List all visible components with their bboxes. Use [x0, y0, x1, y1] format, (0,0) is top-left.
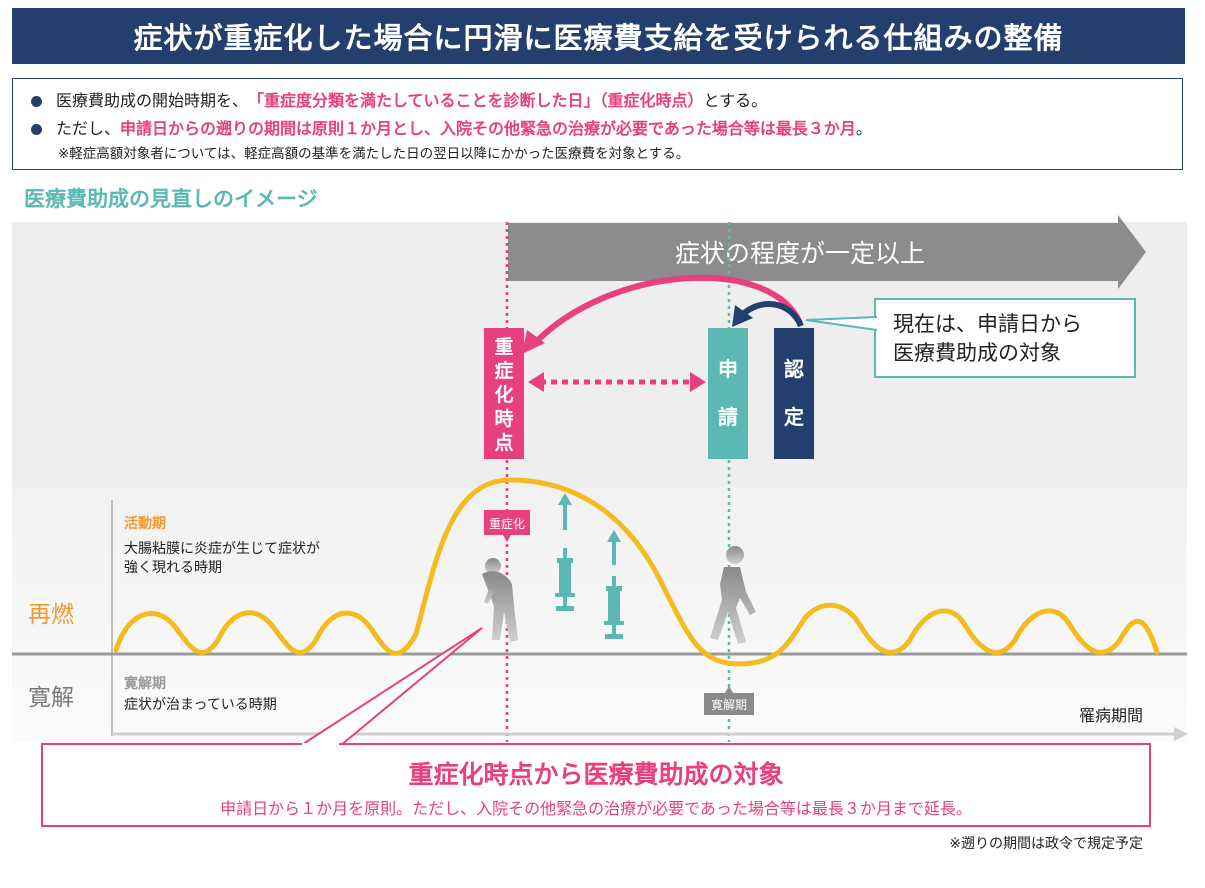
severe-point-char: 重	[494, 336, 513, 358]
severity-arrow	[508, 215, 1146, 289]
application-char: 申	[718, 357, 738, 381]
section-title: 医療費助成の見直しのイメージ	[24, 187, 318, 211]
approval-char: 定	[784, 405, 804, 429]
disease-activity-wave	[113, 477, 1160, 667]
current-note-line2: 医療費助成の対象	[893, 341, 1061, 365]
treatment-syringe-icon-1	[555, 493, 575, 611]
severe-point-char: 症	[494, 359, 513, 382]
background-band-lower	[12, 487, 1187, 742]
remission-period-title: 寛解期	[124, 675, 166, 692]
bullet-dot-icon	[31, 123, 42, 135]
retroactive-arrow-head-icon	[522, 330, 545, 354]
retroactive-arrow	[531, 274, 803, 347]
severe-tag	[484, 510, 530, 535]
summary-note: ※軽症高額対象者については、軽症高額の基準を満たした日の翌日以降にかかった医療費…	[58, 146, 690, 162]
remission-period-desc: 症状が治まっている時期	[124, 697, 277, 713]
period-arrow-right-icon	[690, 372, 706, 392]
remission-tag-text: 寛解期	[711, 697, 747, 712]
bullet-dot-icon	[31, 95, 42, 107]
sick-person-icon	[482, 558, 518, 642]
walking-person-icon	[710, 546, 756, 644]
bullet-2-prefix: ただし、	[56, 119, 121, 138]
current-note-pointer	[805, 316, 878, 331]
bullet-1-highlight: 「重症度分類を満たしていることを診断した日」（重症化時点）	[248, 91, 704, 110]
severe-tag-text: 重症化	[489, 516, 525, 531]
bullet-1-prefix: 医療費助成の開始時期を、	[56, 91, 249, 110]
relapse-label: 再燃	[28, 602, 74, 628]
treatment-syringe-icon-2	[604, 530, 624, 639]
application-text: 申請	[718, 357, 738, 429]
active-period-title: 活動期	[124, 515, 166, 532]
severe-tag-pointer	[503, 535, 511, 542]
page-title: 症状が重症化した場合に円滑に医療費支給を受けられる仕組みの整備	[12, 8, 1185, 64]
active-period-desc-2: 強く現れる時期	[124, 560, 222, 576]
severe-point-text: 重症化時点	[494, 336, 513, 454]
callout-box	[41, 743, 1151, 827]
remission-tag-pointer	[725, 686, 733, 693]
bullet-2-highlight: 申請日からの遡りの期間は原則１か月とし、入院その他緊急の治療が必要であった場合等…	[120, 119, 856, 138]
summary-bullet-1: 医療費助成の開始時期を、 「重症度分類を満たしていることを診断した日」（重症化時…	[31, 87, 1166, 115]
remission-tag	[704, 693, 754, 715]
application-label	[708, 328, 748, 459]
severe-point-char: 化	[494, 383, 513, 406]
current-note-line1: 現在は、申請日から	[893, 312, 1082, 336]
x-axis-label: 罹病期間	[1079, 706, 1143, 725]
approval-label	[774, 328, 814, 459]
remission-label: 寛解	[28, 685, 74, 711]
bullet-1-suffix: とする。	[703, 91, 768, 110]
summary-bullet-2: ただし、 申請日からの遡りの期間は原則１か月とし、入院その他緊急の治療が必要であ…	[31, 115, 1166, 143]
callout-desc: 申請日から１か月を原則。ただし、入院その他緊急の治療が必要であった場合等は最長３…	[220, 799, 972, 818]
period-arrow-left-icon	[528, 372, 544, 392]
current-note-box	[874, 298, 1136, 378]
x-axis-arrow-icon	[1174, 727, 1188, 741]
severe-point-label	[484, 328, 524, 459]
callout-title: 重症化時点から医療費助成の対象	[408, 760, 783, 789]
application-char: 請	[718, 405, 738, 429]
severe-point-char: 点	[494, 432, 513, 454]
approval-text: 認定	[784, 357, 804, 429]
current-arrow	[739, 301, 804, 328]
approval-char: 認	[784, 357, 804, 381]
bullet-2-suffix: 。	[855, 119, 872, 138]
current-arrow-head-icon	[732, 305, 753, 327]
severity-arrow-label: 症状の程度が一定以上	[675, 239, 925, 268]
active-period-desc-1: 大腸粘膜に炎症が生じて症状が	[124, 541, 320, 557]
severe-point-char: 時	[494, 408, 513, 430]
footnote: ※遡りの期間は政令で規定予定	[949, 836, 1143, 852]
summary-box: 医療費助成の開始時期を、 「重症度分類を満たしていることを診断した日」（重症化時…	[12, 78, 1183, 170]
